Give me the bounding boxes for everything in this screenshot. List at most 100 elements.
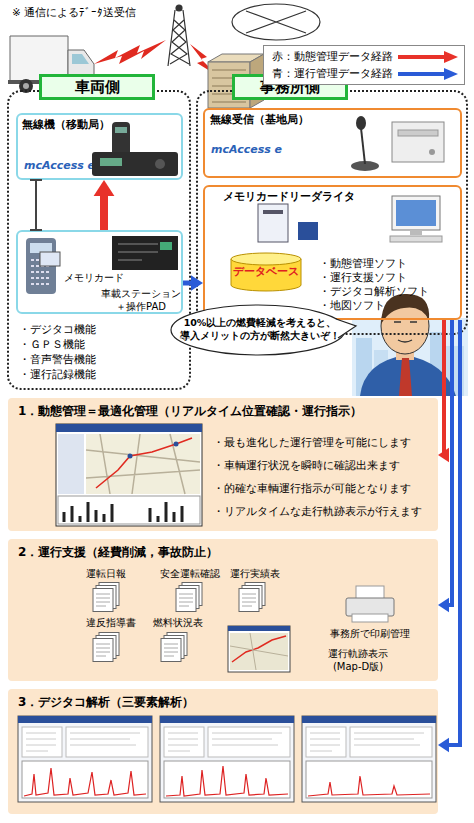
businessman-illustration-part: [374, 350, 388, 396]
map-screenshot-part: [230, 633, 288, 670]
office-pc-equipment-part: [298, 222, 318, 240]
bullet-item: ・ＧＰＳ機能: [19, 338, 179, 352]
map-screenshot-part: [230, 633, 288, 670]
item-caption: 燃料状況表: [153, 617, 213, 630]
businessman-illustration-part: [381, 294, 429, 324]
part-caption: 車載ステーション ＋操作PAD: [100, 288, 182, 313]
connector-line: [441, 320, 446, 455]
report-documents-part: [93, 583, 119, 612]
connector-line: [35, 180, 37, 230]
bullet-item: ・最も進化した運行管理を可能にします: [213, 436, 435, 449]
connector-line: [446, 320, 452, 605]
analysis-screenshot-part: [302, 716, 436, 723]
bubble-body: [171, 305, 345, 355]
radio-unit-part: [92, 152, 178, 176]
map-screenshot-part: [228, 626, 290, 631]
brand-logo: mcAccess e: [211, 143, 301, 157]
bubble-tail: [336, 319, 356, 338]
base-station-equipment-part: [356, 116, 366, 130]
connector-line: [100, 191, 108, 230]
truck-illustration-part: [73, 79, 87, 93]
section-panel: 3．デジタコ解析（三要素解析）: [8, 689, 438, 814]
item-caption: 事務所で印刷管理: [330, 628, 430, 641]
truck-illustration-part: [8, 80, 96, 84]
bullet-item: ・的確な車輌運行指示が可能となります: [213, 482, 435, 495]
analysis-screenshot-part: [26, 733, 140, 751]
arrow-head: [438, 738, 449, 752]
businessman-illustration-part: [430, 332, 444, 396]
part-caption: メモリカード: [64, 272, 134, 285]
analysis-screenshot: [160, 716, 294, 802]
office-pc-equipment-part: [396, 200, 436, 226]
antenna-tower: [168, 5, 190, 66]
analysis-screenshot-part: [208, 727, 290, 757]
analysis-screenshot-part: [302, 716, 436, 802]
arrow-head: [191, 275, 203, 291]
office-pc-equipment-part: [392, 196, 440, 230]
legend-arrow: [396, 67, 460, 81]
onboard-station-part: [160, 242, 172, 250]
legend-row: 赤：動態管理データ経路: [264, 49, 464, 65]
tracking-screenshot-part: [128, 454, 133, 459]
onboard-station-part: [118, 244, 158, 260]
analysis-screenshot-part: [308, 776, 430, 796]
map-screenshot-part: [232, 636, 286, 662]
printer-icon-part: [346, 598, 394, 616]
radio-wave: [94, 40, 218, 76]
truck-illustration-part: [19, 79, 33, 93]
office-building-part: [208, 54, 264, 62]
note-text: ※ 通信によるﾃﾞｰﾀ送受信: [12, 6, 212, 19]
legend-row: 青：運行管理データ経路: [264, 66, 464, 82]
section-title: 1．動態管理＝最適化管理（リアルタイム位置確認・運行指示）: [18, 404, 428, 419]
network-symbol-part: [232, 4, 320, 40]
data-route-arrow: [183, 275, 203, 291]
item-caption: 運転日報: [86, 568, 146, 581]
bubble-text: 10%以上の燃費軽減を考えると、 導入メリットの方が断然大きいぞ！: [180, 316, 340, 342]
businessman-illustration-part: [356, 338, 372, 396]
analysis-screenshot: [18, 716, 152, 802]
section-title: 2．運行支援（経費削減，事故防止）: [18, 545, 428, 560]
analysis-screenshot-part: [306, 761, 432, 798]
radio-unit: [92, 122, 178, 176]
bullet-item: ・動態管理ソフト: [319, 257, 459, 270]
truck-illustration-part: [77, 83, 83, 89]
tracking-screenshot-part: [86, 434, 200, 494]
analysis-screenshot-part: [168, 733, 282, 751]
network-symbol: [232, 4, 320, 40]
tracking-screenshot-part: [56, 424, 202, 432]
businessman-illustration: [352, 294, 468, 396]
bullet-item: ・デジタコ機能: [19, 323, 179, 337]
data-route-arrow: [30, 180, 42, 230]
printer-icon-part: [352, 614, 388, 622]
analysis-screenshot-part: [306, 727, 346, 757]
report-documents-part: [239, 583, 265, 612]
database-cylinder: データベース: [230, 252, 302, 292]
radio-wave-part: [190, 44, 218, 76]
analysis-screenshot-part: [164, 761, 290, 798]
arrow-head: [438, 598, 449, 612]
radio-unit-part: [112, 122, 130, 156]
antenna-tower-part: [168, 10, 190, 66]
base-station-equipment-part: [398, 130, 438, 136]
onboard-station-part: [31, 260, 51, 284]
analysis-screenshot-part: [66, 727, 148, 757]
report-documents-part: [176, 583, 202, 612]
bullet-item: ・地図ソフト: [319, 299, 459, 312]
tracking-screenshot-part: [174, 442, 179, 447]
analysis-screenshot-part: [22, 727, 62, 757]
bullet-item: ・音声警告機能: [19, 353, 179, 367]
analysis-screenshot-part: [166, 766, 288, 796]
network-symbol-part: [246, 11, 306, 33]
onboard-station-part: [112, 236, 178, 270]
map-screenshot: [228, 626, 290, 672]
bullet-item: ・デジタコ解析ソフト: [319, 285, 459, 298]
printer-icon-part: [356, 586, 384, 600]
data-route-arrow: [438, 320, 449, 462]
base-station-equipment-part: [392, 122, 444, 162]
bullet-item: ・車輌運行状況を瞬時に確認出来ます: [213, 459, 435, 472]
arrow-head: [438, 448, 449, 462]
businessman-illustration-part: [352, 318, 468, 396]
